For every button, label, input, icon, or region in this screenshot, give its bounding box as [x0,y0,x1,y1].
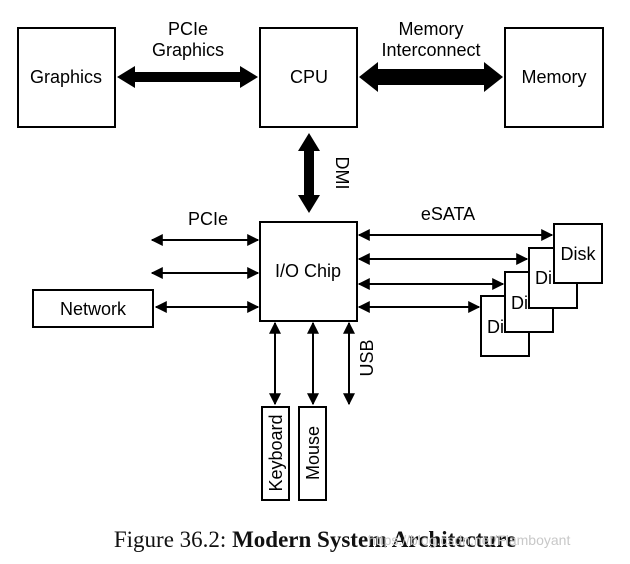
caption-prefix: Figure 36.2: [113,527,233,552]
dmi-link: DMI [298,133,352,213]
graphics-box: Graphics [17,27,116,128]
disk-partial-label-3: Di [487,317,504,337]
esata-label: eSATA [421,204,475,224]
keyboard-label: Keyboard [266,414,286,491]
dmi-label: DMI [332,157,352,190]
memory-box: Memory [504,27,604,128]
network-box: Network [32,289,154,328]
pcie-links: PCIe [150,209,260,313]
graphics-label: Graphics [30,67,102,87]
network-label: Network [60,299,127,319]
cpu-label: CPU [290,67,328,87]
disk-partial-label-1: Di [535,268,552,288]
watermark: https://blog.csdn.net/Flamboyant [368,532,571,548]
usb-links: USB [269,321,377,406]
io-chip-label: I/O Chip [275,261,341,281]
usb-label: USB [357,339,377,376]
pcie-graphics-label-line2: Graphics [152,40,224,60]
mouse-box: Mouse [298,406,327,501]
caption-title: Modern System Architecture [232,527,517,552]
io-chip-box: I/O Chip [259,221,358,322]
memory-interconnect-label-line1: Memory [398,19,463,39]
pcie-graphics-link: PCIe Graphics [117,19,258,88]
figure-caption: Figure 36.2: Modern System Architecture [0,527,630,553]
memory-label: Memory [521,67,586,87]
disk-label: Disk [561,244,597,264]
memory-interconnect-link: Memory Interconnect [359,19,503,92]
memory-interconnect-label-line2: Interconnect [381,40,480,60]
keyboard-box: Keyboard [261,406,290,501]
mouse-label: Mouse [303,426,323,480]
disk-box-front [553,223,603,284]
cpu-box: CPU [259,27,358,128]
pcie-label: PCIe [188,209,228,229]
disk-stack: Di Di Di Disk [480,223,603,357]
esata-links: eSATA [357,204,554,313]
disk-partial-label-2: Di [511,293,528,313]
pcie-graphics-label-line1: PCIe [168,19,208,39]
